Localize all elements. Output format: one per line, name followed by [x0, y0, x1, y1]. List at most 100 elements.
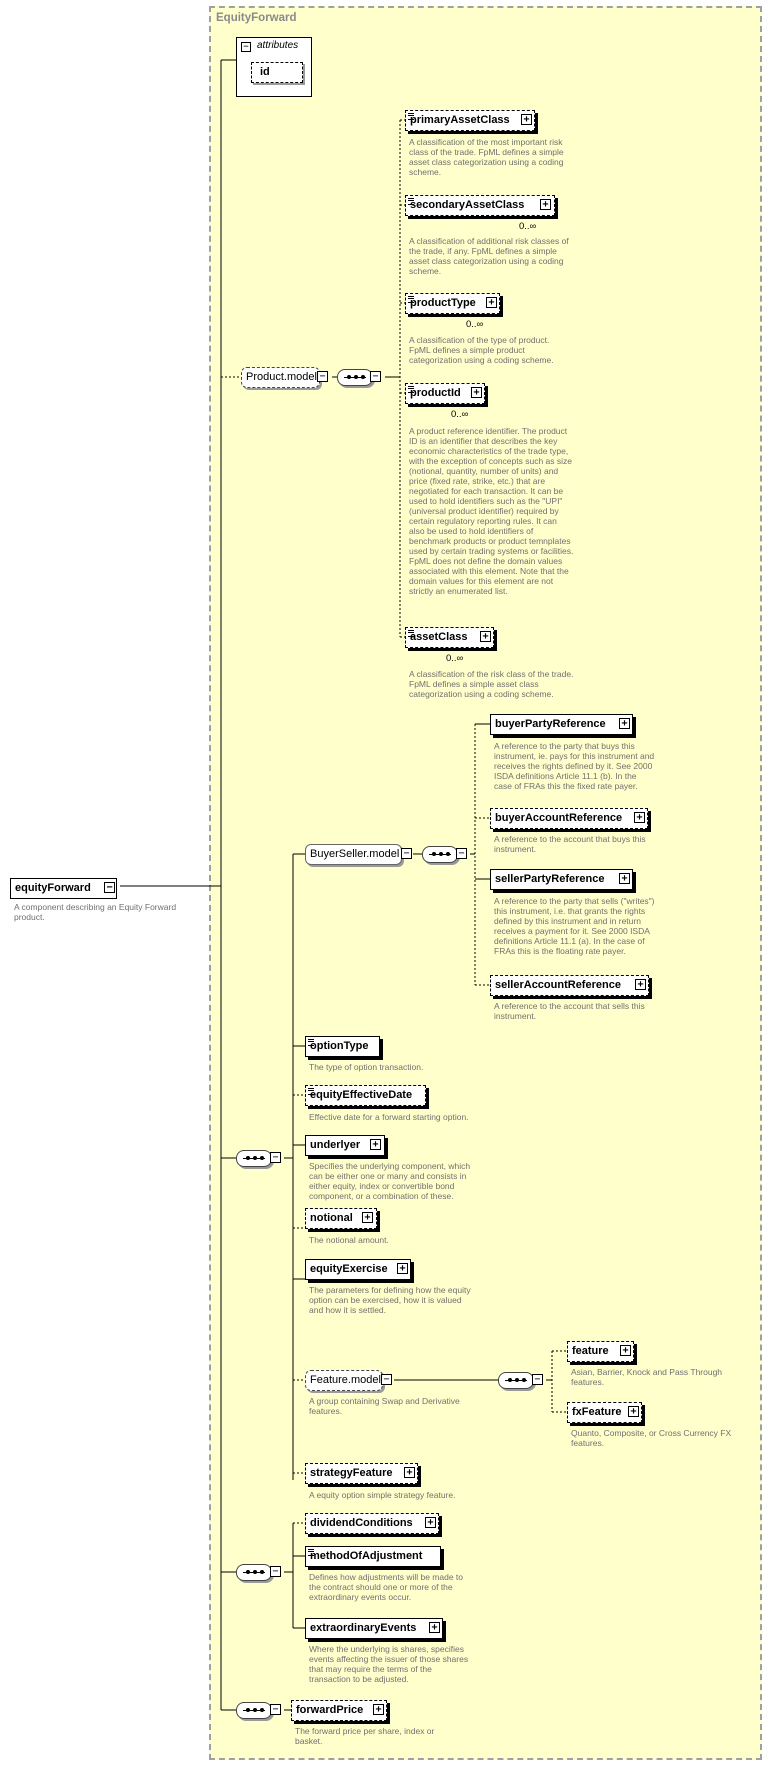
- element-productType[interactable]: productType: [405, 293, 500, 314]
- root-element-label: equityForward: [15, 882, 91, 894]
- expand-icon[interactable]: [429, 1622, 440, 1633]
- expand-icon[interactable]: [370, 1139, 381, 1150]
- element-label: buyerAccountReference: [495, 812, 623, 824]
- element-description: The notional amount.: [309, 1235, 389, 1245]
- element-sellerAccountReference[interactable]: sellerAccountReference: [490, 975, 649, 996]
- occurrence: 0..∞: [466, 319, 484, 330]
- element-forwardPrice[interactable]: forwardPrice: [291, 1700, 387, 1721]
- element-description: A reference to the party that buys this …: [494, 741, 655, 791]
- expand-icon[interactable]: [540, 199, 551, 210]
- sequence-compositor: [337, 369, 373, 386]
- element-dividendConditions[interactable]: dividendConditions: [305, 1513, 439, 1534]
- element-description: Specifies the underlying component, whic…: [309, 1161, 471, 1201]
- element-methodOfAdjustment[interactable]: methodOfAdjustment: [305, 1546, 441, 1567]
- element-equityEffectiveDate[interactable]: equityEffectiveDate: [305, 1085, 426, 1106]
- collapse-icon[interactable]: −: [270, 1152, 281, 1163]
- expand-icon[interactable]: [635, 979, 646, 990]
- element-buyerPartyReference[interactable]: buyerPartyReference: [490, 714, 633, 735]
- element-buyerAccountReference[interactable]: buyerAccountReference: [490, 808, 648, 829]
- group-product-model[interactable]: Product.model: [241, 367, 320, 388]
- element-label: notional: [310, 1212, 353, 1224]
- occurrence: 0..∞: [446, 653, 464, 664]
- element-strategyFeature[interactable]: strategyFeature: [305, 1463, 418, 1484]
- root-element-equityForward[interactable]: equityForward: [10, 878, 117, 899]
- expand-icon[interactable]: [620, 1345, 631, 1356]
- element-primaryAssetClass[interactable]: primaryAssetClass: [405, 110, 535, 131]
- group-label: Feature.model: [310, 1374, 381, 1386]
- sequence-compositor: [236, 1702, 272, 1719]
- expand-icon[interactable]: [486, 297, 497, 308]
- element-label: feature: [572, 1345, 609, 1357]
- simple-type-icon: [308, 1039, 314, 1046]
- element-extraordinaryEvents[interactable]: extraordinaryEvents: [305, 1618, 443, 1639]
- expand-icon[interactable]: [404, 1467, 415, 1478]
- element-label: productId: [410, 387, 461, 399]
- element-description: A classification of the type of product.…: [409, 335, 554, 365]
- element-label: methodOfAdjustment: [310, 1550, 423, 1562]
- sequence-compositor: [422, 846, 458, 863]
- element-label: fxFeature: [572, 1406, 622, 1418]
- group-description: A group containing Swap and Derivative f…: [309, 1396, 460, 1416]
- element-label: equityExercise: [310, 1263, 388, 1275]
- expand-icon[interactable]: [397, 1263, 408, 1274]
- element-description: Defines how adjustments will be made to …: [309, 1572, 464, 1602]
- collapse-icon[interactable]: −: [270, 1704, 281, 1715]
- expand-icon[interactable]: [362, 1212, 373, 1223]
- attribute-id[interactable]: id: [251, 62, 303, 83]
- element-notional[interactable]: notional: [305, 1208, 377, 1229]
- expand-icon[interactable]: [634, 812, 645, 823]
- expand-icon[interactable]: [373, 1704, 384, 1715]
- collapse-icon[interactable]: −: [456, 848, 467, 859]
- group-feature-model[interactable]: Feature.model: [305, 1370, 383, 1391]
- element-description: The forward price per share, index or ba…: [295, 1726, 435, 1746]
- element-assetClass[interactable]: assetClass: [405, 627, 494, 648]
- element-label: optionType: [310, 1040, 369, 1052]
- element-label: assetClass: [410, 631, 468, 643]
- element-description: A classification of additional risk clas…: [409, 236, 569, 276]
- element-description: A product reference identifier. The prod…: [409, 426, 574, 596]
- collapse-icon[interactable]: −: [532, 1374, 543, 1385]
- element-equityExercise[interactable]: equityExercise: [305, 1259, 411, 1280]
- element-description: A reference to the account that sells th…: [494, 1001, 645, 1021]
- simple-type-icon: [408, 386, 414, 393]
- occurrence: 0..∞: [519, 221, 537, 232]
- expand-icon[interactable]: [521, 114, 532, 125]
- element-underlyer[interactable]: underlyer: [305, 1135, 385, 1156]
- expand-icon[interactable]: [425, 1517, 436, 1528]
- element-description: The parameters for defining how the equi…: [309, 1285, 471, 1315]
- container-title: EquityForward: [216, 12, 297, 24]
- root-description: A component describing an Equity Forward…: [14, 902, 177, 922]
- collapse-icon[interactable]: −: [270, 1566, 281, 1577]
- element-optionType[interactable]: optionType: [305, 1036, 380, 1057]
- simple-type-icon: [408, 630, 414, 637]
- element-description: A classification of the risk class of th…: [409, 669, 574, 699]
- collapse-icon[interactable]: −: [241, 42, 251, 52]
- expand-icon[interactable]: [619, 718, 630, 729]
- collapse-icon[interactable]: [104, 882, 115, 893]
- collapse-icon[interactable]: −: [401, 848, 412, 859]
- expand-icon[interactable]: [619, 873, 630, 884]
- element-productId[interactable]: productId: [405, 383, 485, 404]
- element-description: Where the underlying is shares, specifie…: [309, 1644, 469, 1684]
- expand-icon[interactable]: [628, 1406, 639, 1417]
- expand-icon[interactable]: [480, 631, 491, 642]
- group-buyerseller-model[interactable]: BuyerSeller.model: [305, 844, 402, 865]
- element-label: underlyer: [310, 1139, 361, 1151]
- expand-icon[interactable]: [471, 387, 482, 398]
- occurrence: 0..∞: [451, 409, 469, 420]
- element-description: Quanto, Composite, or Cross Currency FX …: [571, 1428, 732, 1448]
- element-fxFeature[interactable]: fxFeature: [567, 1402, 642, 1423]
- element-description: A classification of the most important r…: [409, 137, 564, 177]
- sequence-compositor: [498, 1372, 534, 1389]
- element-secondaryAssetClass[interactable]: secondaryAssetClass: [405, 195, 555, 216]
- element-sellerPartyReference[interactable]: sellerPartyReference: [490, 869, 633, 890]
- element-feature[interactable]: feature: [567, 1341, 634, 1362]
- group-label: BuyerSeller.model: [310, 848, 400, 860]
- element-description: Asian, Barrier, Knock and Pass Through f…: [571, 1367, 723, 1387]
- element-label: sellerAccountReference: [495, 979, 621, 991]
- element-label: sellerPartyReference: [495, 873, 605, 885]
- collapse-icon[interactable]: −: [317, 371, 328, 382]
- collapse-icon[interactable]: −: [370, 371, 381, 382]
- attributes-title: attributes: [257, 40, 299, 51]
- collapse-icon[interactable]: −: [381, 1374, 392, 1385]
